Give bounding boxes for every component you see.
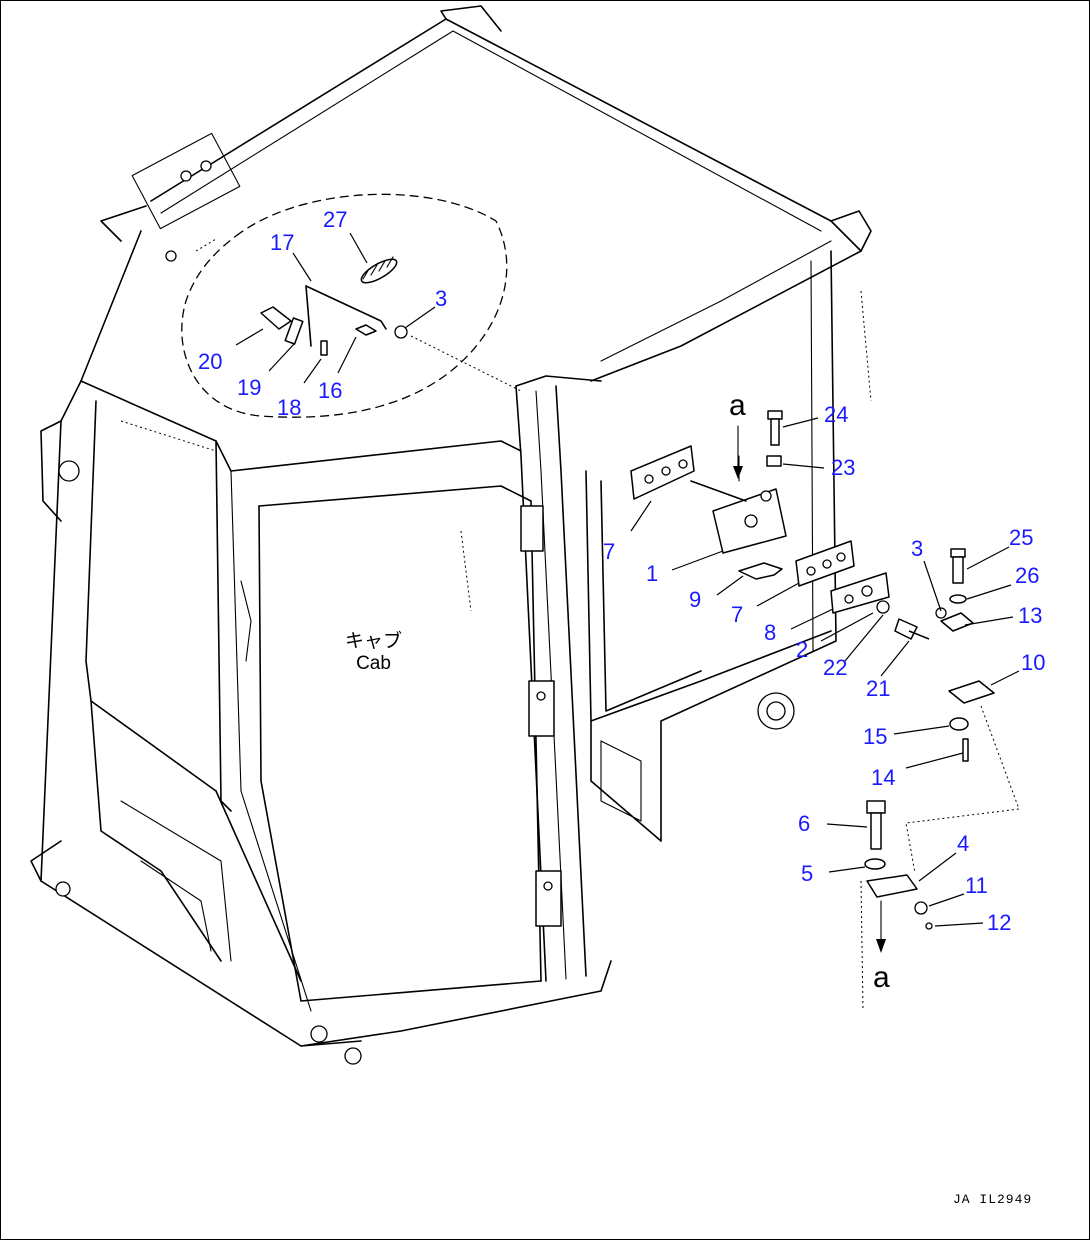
callout-19: 19 [237,375,262,400]
drawing-code: JA IL2949 [953,1192,1033,1207]
callout-24: 24 [824,402,849,427]
callout-20: 20 [198,349,223,374]
callout-18: 18 [277,395,302,420]
cab-roof [100,5,872,382]
callout-2: 2 [796,637,809,662]
detail-balloon [181,193,522,418]
view-mark-a-bottom: a [873,961,890,994]
callout-8: 8 [764,620,777,645]
callout-3-balloon: 3 [435,286,448,311]
callout-7-right: 7 [731,602,744,627]
callout-23: 23 [831,455,856,480]
balloon-parts [260,256,408,356]
callout-9: 9 [689,587,702,612]
callout-26: 26 [1015,563,1040,588]
callout-17: 17 [270,230,295,255]
callout-11: 11 [965,873,988,898]
callout-6: 6 [798,811,811,836]
callout-14: 14 [871,765,896,790]
callout-15: 15 [863,724,888,749]
cab-label: キャブ Cab [345,631,402,675]
callout-13: 13 [1018,603,1043,628]
callout-16: 16 [318,378,343,403]
callout-1: 1 [646,561,659,586]
cab-frame [30,230,872,1065]
view-mark-a-top: a [729,389,746,422]
callout-21: 21 [866,676,891,701]
callout-25: 25 [1009,525,1034,550]
leader-lines [235,232,1020,927]
callout-12: 12 [987,910,1012,935]
callout-4: 4 [957,831,970,856]
callout-22: 22 [823,655,848,680]
callout-10: 10 [1021,650,1046,675]
callout-7-left: 7 [603,539,616,564]
callout-5: 5 [801,861,814,886]
latch-parts [630,410,1020,953]
cab-label-en: Cab [356,652,391,674]
cab-label-jp: キャブ [345,631,403,652]
callout-3-right: 3 [911,536,924,561]
callout-27: 27 [323,207,348,232]
